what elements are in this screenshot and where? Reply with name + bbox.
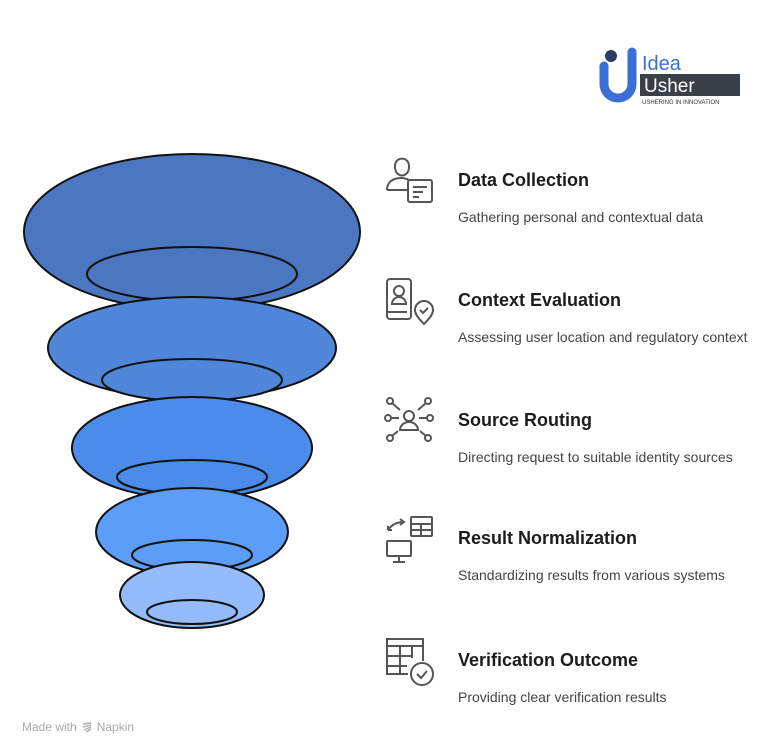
step-title: Data Collection	[458, 170, 590, 190]
monitor-table-sync-icon	[386, 516, 433, 563]
svg-text:USHERING IN INNOVATION: USHERING IN INNOVATION	[642, 100, 719, 106]
funnel-layer-2	[47, 296, 337, 402]
funnel-layer-inner-ellipse	[146, 599, 238, 625]
funnel-diagram	[23, 153, 361, 629]
idea-usher-logo: Idea Usher USHERING IN INNOVATION	[599, 47, 740, 106]
step-description: Standardizing results from various syste…	[458, 567, 725, 583]
user-network-icon	[384, 397, 434, 442]
step-description: Directing request to suitable identity s…	[458, 449, 733, 465]
funnel-layer-5	[119, 561, 265, 629]
footer-credit: Made with Napkin	[22, 720, 134, 734]
step-title: Result Normalization	[458, 528, 638, 548]
funnel-layer-inner-ellipse	[86, 246, 298, 302]
table-check-icon	[386, 638, 434, 686]
step-description: Providing clear verification results	[458, 689, 667, 705]
user-document-icon	[386, 157, 433, 203]
svg-text:Idea: Idea	[642, 53, 682, 75]
step-title: Context Evaluation	[458, 290, 622, 310]
made-with-label: Made with	[22, 720, 77, 734]
step-title: Verification Outcome	[458, 650, 639, 670]
step-title: Source Routing	[458, 410, 592, 430]
id-card-location-check-icon	[386, 278, 435, 326]
svg-text:Usher: Usher	[644, 76, 695, 97]
step-description: Gathering personal and contextual data	[458, 209, 704, 225]
step-description: Assessing user location and regulatory c…	[458, 329, 748, 345]
napkin-logo-icon	[82, 722, 92, 733]
funnel-layer-3	[71, 396, 313, 500]
napkin-brand: Napkin	[96, 720, 135, 734]
funnel-layer-1	[23, 153, 361, 311]
funnel-layer-inner-ellipse	[101, 358, 283, 402]
